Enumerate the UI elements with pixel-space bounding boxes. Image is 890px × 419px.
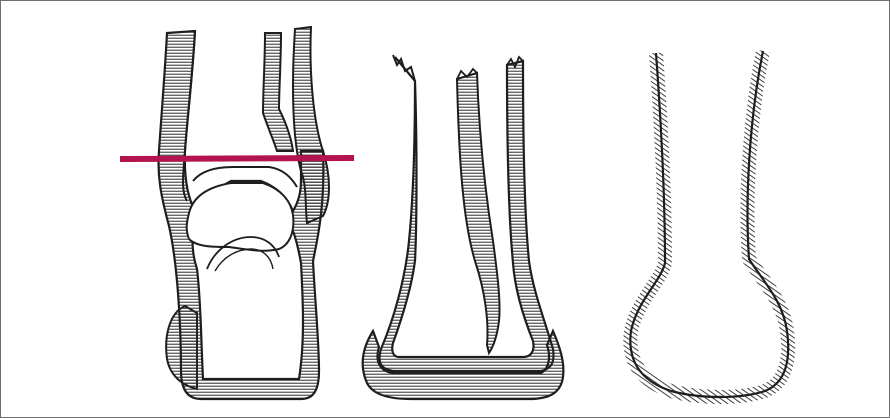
central-strut bbox=[457, 73, 500, 353]
subtalar-arc-2 bbox=[215, 249, 273, 271]
panel-1-ankle bbox=[120, 27, 354, 399]
panel-2-shell bbox=[363, 55, 564, 399]
cut-line bbox=[120, 158, 354, 159]
medial-column bbox=[263, 33, 293, 151]
fibula bbox=[293, 27, 329, 223]
panel-3-stump bbox=[630, 51, 788, 397]
stump-shading bbox=[630, 51, 788, 397]
talus bbox=[187, 183, 294, 251]
